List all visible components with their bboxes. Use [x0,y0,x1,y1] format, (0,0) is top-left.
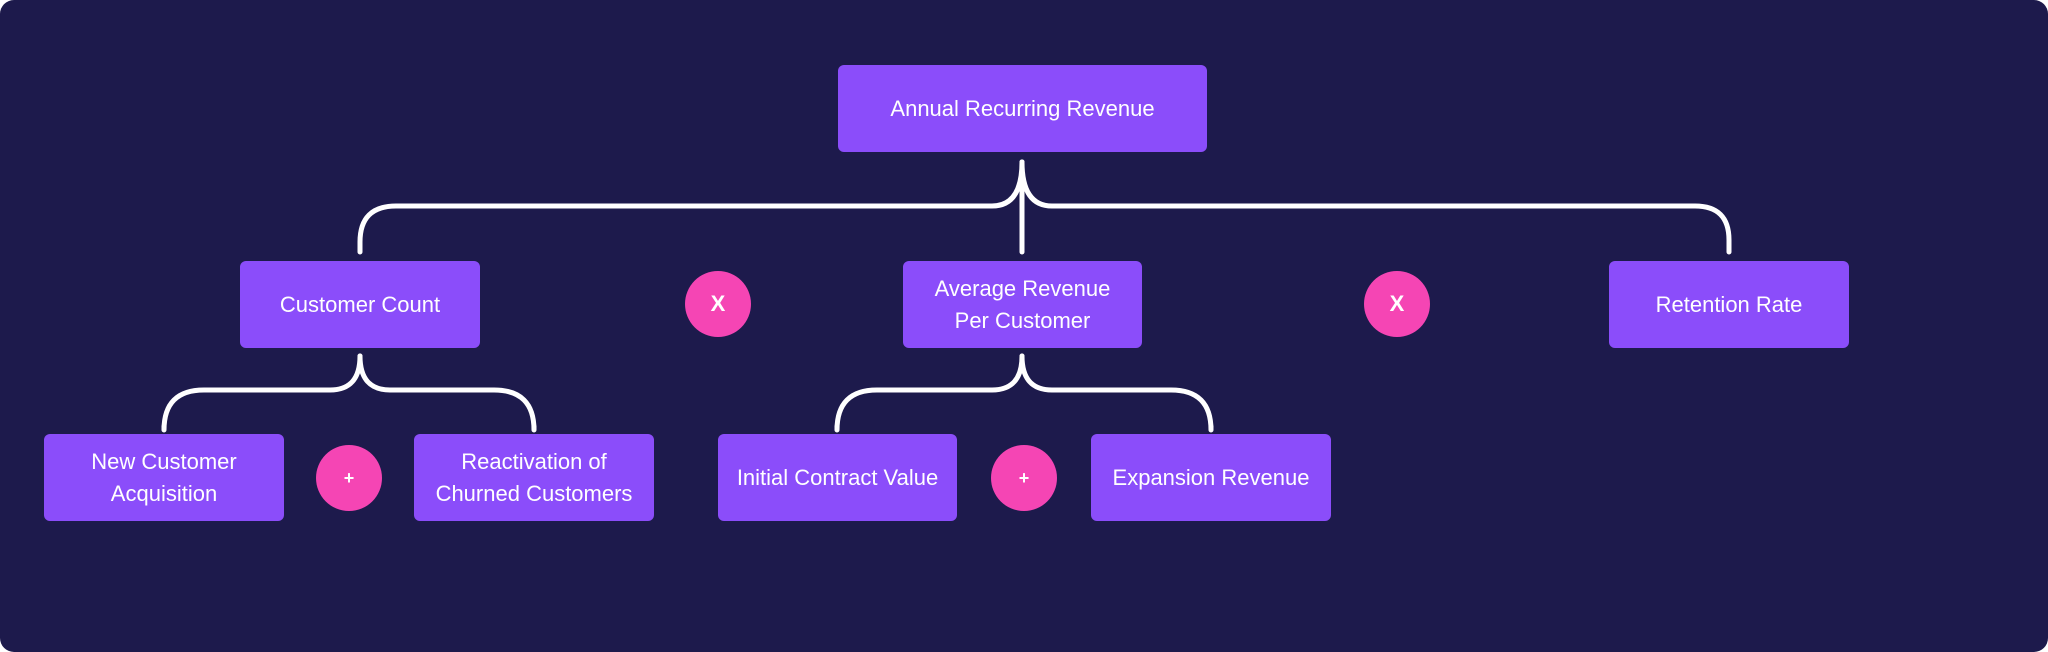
operator-plus-arpc: + [991,445,1057,511]
connector-customer-count-to-new-acquisition [161,353,363,433]
node-customer-count: Customer Count [240,261,480,348]
operator-symbol: + [343,467,355,488]
node-label: Customer Count [279,291,441,317]
node-label: New Customer Acquisition [91,448,237,506]
operator-plus-customer: + [316,445,382,511]
operator-symbol: + [1018,467,1030,488]
node-label: Average Revenue Per Customer [934,275,1111,333]
connector-arpc-to-expansion [1019,353,1214,433]
node-label: Reactivation of Churned Customers [435,448,633,506]
operator-multiply-1: X [685,271,751,337]
node-expansion-revenue: Expansion Revenue [1091,434,1331,521]
node-label: Expansion Revenue [1112,464,1310,490]
connector-arr-to-retention-rate [1019,159,1732,255]
operator-multiply-2: X [1364,271,1430,337]
connector-arpc-to-initial-contract [834,353,1025,433]
node-reactivation-of-churned-customers: Reactivation of Churned Customers [414,434,654,521]
connector-customer-count-to-reactivation [357,353,537,433]
node-label: Initial Contract Value [736,464,939,490]
node-new-customer-acquisition: New Customer Acquisition [44,434,284,521]
operator-symbol: X [710,291,726,316]
node-annual-recurring-revenue: Annual Recurring Revenue [838,65,1207,152]
node-label: Retention Rate [1655,291,1803,317]
node-retention-rate: Retention Rate [1609,261,1849,348]
node-initial-contract-value: Initial Contract Value [718,434,957,521]
node-average-revenue-per-customer: Average Revenue Per Customer [903,261,1142,348]
operator-symbol: X [1389,291,1405,316]
connector-arr-to-customer-count [357,159,1025,255]
node-label: Annual Recurring Revenue [890,95,1155,121]
